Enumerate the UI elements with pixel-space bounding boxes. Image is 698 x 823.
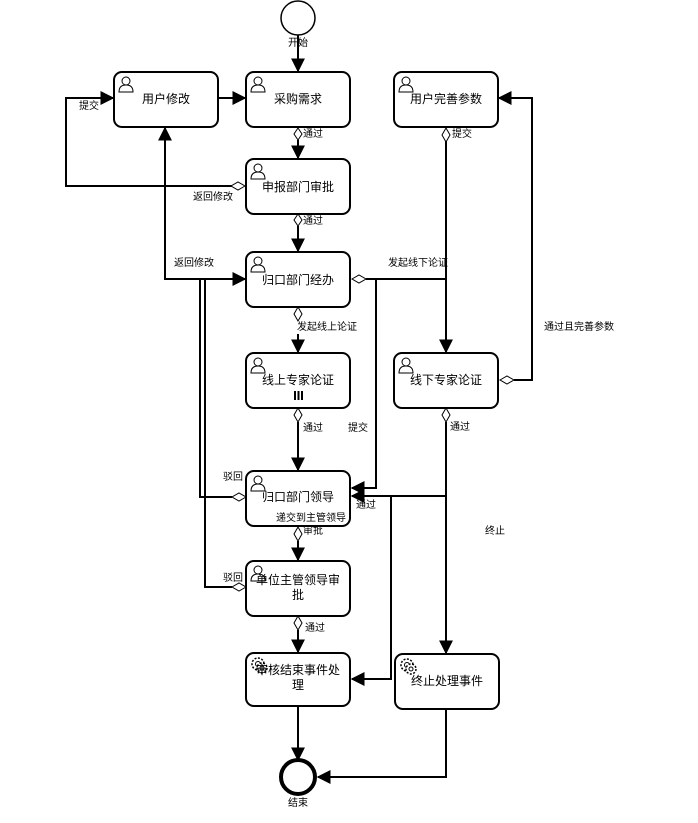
task-terminate-event[interactable]: 终止处理事件 <box>394 653 500 710</box>
flow-leader-pass-to-audit-end <box>350 495 392 686</box>
flow-label: 提交 <box>348 421 368 434</box>
flow-label: 驳回 <box>223 572 243 584</box>
diamond-icon <box>229 181 247 191</box>
flow-label: 发起线上论证 <box>297 320 357 333</box>
flow-label: 递交到主管领导 <box>276 511 346 524</box>
multi-instance-marker-icon <box>294 391 303 400</box>
task-dept-approval[interactable]: 申报部门审批 <box>245 158 351 215</box>
task-label: 审核结束事件处 <box>256 662 340 677</box>
flow-label: 通过 <box>305 621 325 634</box>
flow-label: 通过 <box>356 498 376 511</box>
diamond-icon <box>293 406 303 424</box>
task-central-dept-handle[interactable]: 归口部门经办 <box>245 251 351 308</box>
flow-label: 提交 <box>79 99 99 112</box>
flow-unit-leader-reject <box>204 279 232 588</box>
diamond-icon <box>441 126 451 144</box>
flow-central-return-to-user-modify <box>158 126 245 280</box>
end-event-label: 结束 <box>288 796 308 809</box>
task-label: 用户修改 <box>142 91 190 106</box>
task-label: 线下专家论证 <box>410 372 482 387</box>
diamond-icon <box>293 525 303 543</box>
flow-label: 审批 <box>303 524 323 537</box>
flow-label: 通过 <box>303 127 323 140</box>
flow-dept-return-to-user-modify <box>65 91 232 187</box>
task-label: 采购需求 <box>274 91 322 106</box>
flow-label: 通过且完善参数 <box>544 320 614 333</box>
flow-label: 返回修改 <box>174 256 214 269</box>
diamond-icon <box>293 305 303 323</box>
flow-label: 通过 <box>303 214 323 227</box>
task-label: 申报部门审批 <box>262 179 334 194</box>
diamond-icon <box>350 274 368 284</box>
start-event[interactable] <box>280 0 316 36</box>
flow-label: 提交 <box>452 127 472 140</box>
diamond-icon <box>293 213 303 227</box>
task-label: 批 <box>292 587 304 602</box>
task-unit-leader-approval[interactable]: 单位主管领导审 批 <box>245 560 351 617</box>
diamond-icon <box>293 614 303 632</box>
task-user-modify[interactable]: 用户修改 <box>113 71 219 128</box>
flow-label: 终止 <box>485 524 505 537</box>
task-central-dept-leader[interactable]: 归口部门领导 <box>245 470 351 527</box>
flow-label: 通过 <box>450 420 470 433</box>
task-offline-expert-review[interactable]: 线下专家论证 <box>393 352 499 409</box>
task-audit-end-event[interactable]: 审核结束事件处 理 <box>245 652 351 707</box>
task-user-complete-params[interactable]: 用户完善参数 <box>393 71 499 128</box>
task-label: 终止处理事件 <box>411 673 483 688</box>
flow-label: 通过 <box>303 421 323 434</box>
task-label: 单位主管领导审 <box>256 572 340 587</box>
task-label: 线上专家论证 <box>262 372 334 387</box>
task-label: 理 <box>292 678 304 692</box>
diamond-icon <box>230 582 248 592</box>
flow-label: 发起线下论证 <box>388 256 448 269</box>
flow-terminate-to-end <box>316 709 447 784</box>
flow-offline-to-user-complete <box>497 91 533 381</box>
flow-leader-reject-to-central <box>199 272 247 498</box>
flow-label: 驳回 <box>223 471 243 483</box>
flow-label: 返回修改 <box>193 190 233 203</box>
task-label: 归口部门领导 <box>262 489 334 504</box>
diamond-icon <box>441 406 451 424</box>
task-online-expert-review[interactable]: 线上专家论证 <box>245 352 351 409</box>
diamond-icon <box>498 375 516 385</box>
flow-central-to-offline <box>366 278 453 354</box>
flow-central-submit-to-leader <box>350 278 377 495</box>
diamond-icon <box>293 127 303 141</box>
end-event[interactable] <box>279 758 317 796</box>
task-label: 归口部门经办 <box>262 272 334 287</box>
task-label: 用户完善参数 <box>410 91 482 106</box>
start-event-label: 开始 <box>288 36 308 49</box>
task-purchase-request[interactable]: 采购需求 <box>245 71 351 128</box>
diamond-icon <box>230 492 248 502</box>
